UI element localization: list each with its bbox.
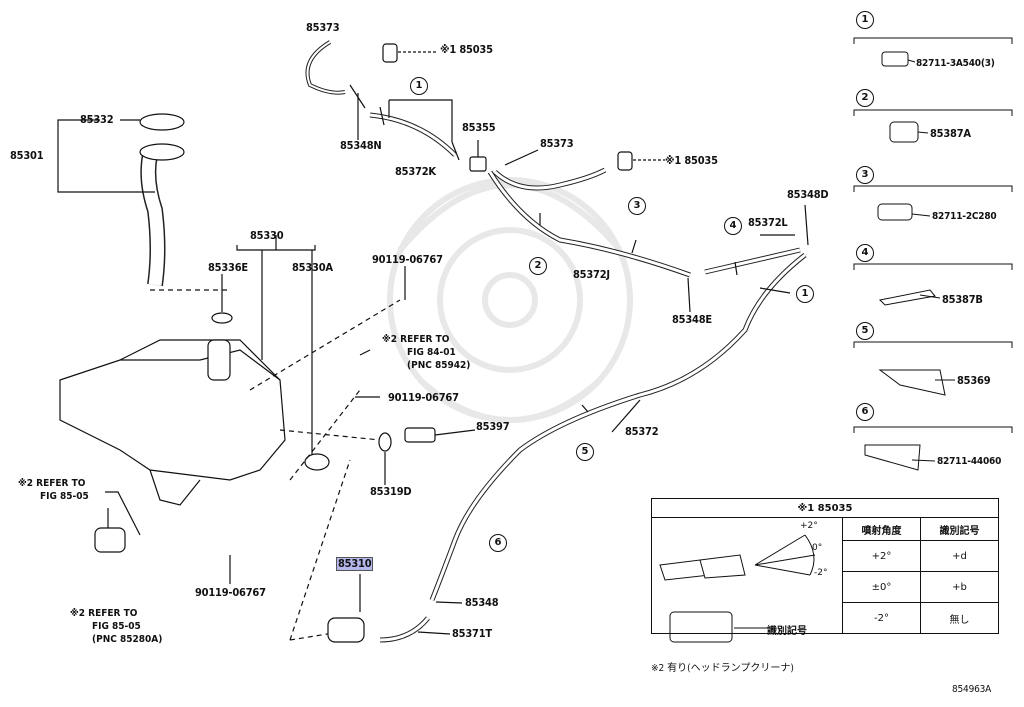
callout-2: 2 — [529, 257, 547, 275]
legend-part-4: 85387B — [942, 293, 983, 306]
callout-1-top: 1 — [410, 77, 428, 95]
refer-note-84-01-line2: FIG 84-01 — [407, 347, 456, 358]
label-85348e: 85348E — [672, 313, 712, 326]
legend-part-3: 82711-2C280 — [932, 211, 997, 222]
refer-note-85-05-b-line2: FIG 85-05 — [92, 621, 141, 632]
row3-angle: -2° — [842, 602, 921, 634]
callout-5: 5 — [576, 443, 594, 461]
label-85330a: 85330A — [292, 261, 333, 274]
refer-note-84-01-line1: ※2 REFER TO — [382, 334, 450, 345]
label-85372j: 85372J — [573, 268, 610, 281]
label-85373-top: 85373 — [306, 21, 340, 34]
label-85310-highlighted[interactable]: 85310 — [335, 557, 374, 571]
table-title: ※1 85035 — [651, 498, 999, 518]
legend-callout-1: 1 — [856, 11, 874, 29]
row3-mark: 無し — [920, 602, 999, 634]
label-85372k: 85372K — [395, 165, 436, 178]
callout-4: 4 — [724, 217, 742, 235]
label-90119-mid: 90119-06767 — [388, 391, 459, 404]
row2-angle: ±0° — [842, 571, 921, 603]
label-85397: 85397 — [476, 420, 510, 433]
angle-plus-label: +2° — [800, 521, 818, 531]
label-85371t: 85371T — [452, 627, 492, 640]
legend-callout-4: 4 — [856, 244, 874, 262]
figure-id: 854963A — [952, 684, 992, 695]
legend-callout-6: 6 — [856, 403, 874, 421]
angle-minus-label: -2° — [814, 568, 828, 578]
id-mark-label: 識別記号 — [767, 626, 807, 637]
row1-angle: +2° — [842, 540, 921, 572]
legend-part-6: 82711-44060 — [937, 456, 1002, 467]
legend-part-5: 85369 — [957, 374, 991, 387]
label-85035-mid: ※1 85035 — [665, 154, 718, 167]
footnote-headlamp-cleaner: ※2 有り(ヘッドランプクリーナ) — [651, 663, 794, 674]
callout-3: 3 — [628, 197, 646, 215]
refer-note-84-01-line3: (PNC 85942) — [407, 360, 471, 371]
legend-part-2: 85387A — [930, 127, 971, 140]
label-85301: 85301 — [10, 149, 44, 162]
label-85319d: 85319D — [370, 485, 412, 498]
refer-note-85-05-b-line1: ※2 REFER TO — [70, 608, 138, 619]
label-85372l: 85372L — [748, 216, 788, 229]
label-85035-top: ※1 85035 — [440, 43, 493, 56]
label-85348: 85348 — [465, 596, 499, 609]
label-85348d: 85348D — [787, 188, 829, 201]
refer-note-85-05-b-line3: (PNC 85280A) — [92, 634, 163, 645]
callout-1-right: 1 — [796, 285, 814, 303]
legend-callout-3: 3 — [856, 166, 874, 184]
label-85372: 85372 — [625, 425, 659, 438]
label-85336e: 85336E — [208, 261, 248, 274]
callout-6: 6 — [489, 534, 507, 552]
nozzle-spray-table: ※1 85035 +2° 0° -2° 識別記号 噴射角度 識別記号 +2° +… — [651, 498, 999, 637]
row1-mark: +d — [920, 540, 999, 572]
label-85355: 85355 — [462, 121, 496, 134]
legend-part-1: 82711-3A540(3) — [916, 58, 995, 69]
label-85330: 85330 — [250, 229, 284, 242]
watermark-emblem — [387, 177, 633, 423]
col-id-mark: 識別記号 — [920, 517, 999, 541]
angle-zero-label: 0° — [812, 543, 823, 553]
refer-note-85-05-a-line1: ※2 REFER TO — [18, 478, 86, 489]
col-spray-angle: 噴射角度 — [842, 517, 921, 541]
label-85373-mid: 85373 — [540, 137, 574, 150]
legend-callout-5: 5 — [856, 322, 874, 340]
refer-note-85-05-a-line2: FIG 85-05 — [40, 491, 89, 502]
legend-callout-2: 2 — [856, 89, 874, 107]
table-illustration-cell: +2° 0° -2° 識別記号 — [651, 517, 843, 637]
label-85332: 85332 — [80, 113, 114, 126]
row2-mark: +b — [920, 571, 999, 603]
label-90119-bottom: 90119-06767 — [195, 586, 266, 599]
label-85348n: 85348N — [340, 139, 382, 152]
label-90119-top: 90119-06767 — [372, 253, 443, 266]
